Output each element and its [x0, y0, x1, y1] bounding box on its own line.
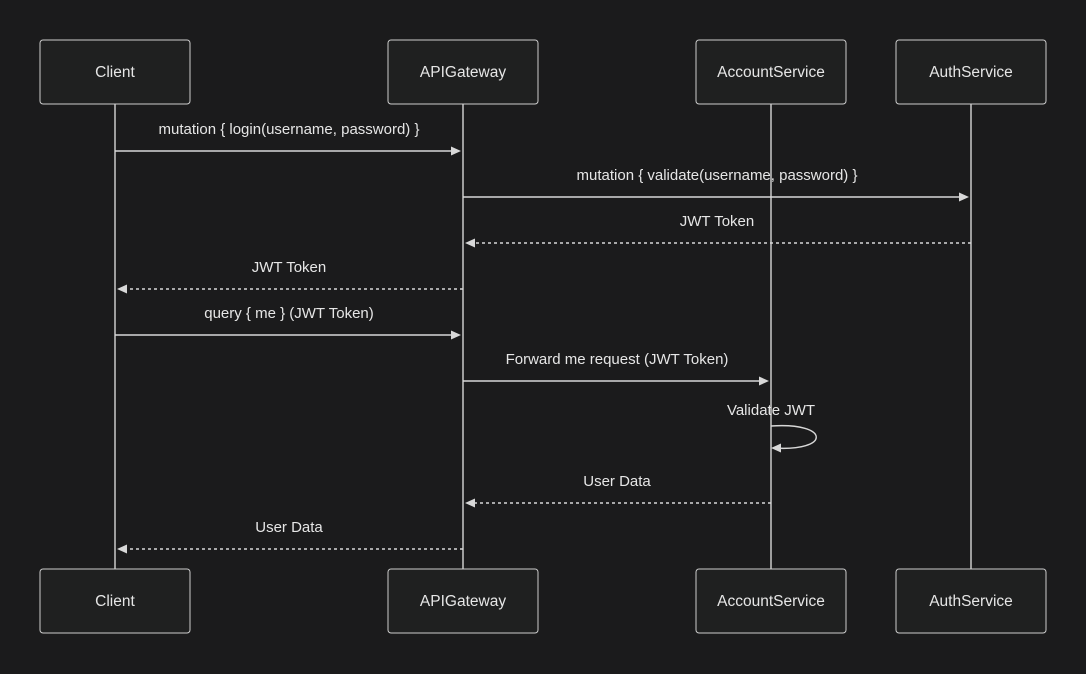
- actor-box: [387, 39, 539, 105]
- actor-box: [39, 39, 191, 105]
- message-label: JWT Token: [680, 213, 754, 230]
- actor-client-bottom: Client: [39, 568, 191, 634]
- actor-label: Client: [95, 64, 135, 81]
- actor-label: AccountService: [717, 593, 825, 610]
- actor-box: [695, 39, 847, 105]
- actor-gateway-top: APIGateway: [387, 39, 539, 105]
- actors-bottom: Client APIGateway AccountService AuthServic…: [39, 568, 1047, 634]
- arrowhead: [465, 498, 475, 508]
- arrowhead: [117, 544, 127, 554]
- lifelines: [114, 104, 972, 569]
- actors-top: Client APIGateway AccountService AuthServic…: [39, 39, 1047, 105]
- actor-client-top: Client: [39, 39, 191, 105]
- arrowhead: [451, 146, 461, 156]
- actor-box: [895, 39, 1047, 105]
- actor-account-bottom: AccountService: [695, 568, 847, 634]
- arrowhead: [451, 330, 461, 340]
- actor-label: Client: [95, 593, 135, 610]
- message-3: JWT Token: [465, 213, 971, 248]
- messages: mutation { login(username, password) } mu…: [115, 121, 971, 554]
- arrowhead: [771, 443, 781, 453]
- actor-label: AuthService: [929, 64, 1013, 81]
- arrowhead: [465, 238, 475, 248]
- actor-account-top: AccountService: [695, 39, 847, 105]
- message-7: Validate JWT: [727, 402, 817, 453]
- message-label: JWT Token: [252, 259, 326, 276]
- self-message-line: [770, 424, 817, 450]
- message-label: mutation { login(username, password) }: [159, 121, 420, 138]
- message-label: Validate JWT: [727, 402, 815, 419]
- actor-label: AuthService: [929, 593, 1013, 610]
- message-label: mutation { validate(username, password) …: [577, 167, 858, 184]
- message-4: JWT Token: [117, 259, 463, 294]
- actor-gateway-bottom: APIGateway: [387, 568, 539, 634]
- message-2: mutation { validate(username, password) …: [463, 167, 969, 202]
- actor-label: AccountService: [717, 64, 825, 81]
- actor-auth-top: AuthService: [895, 39, 1047, 105]
- message-label: User Data: [255, 519, 323, 536]
- arrowhead: [959, 192, 969, 202]
- actor-box: [387, 568, 539, 634]
- message-label: User Data: [583, 473, 651, 490]
- message-5: query { me } (JWT Token): [115, 305, 461, 340]
- arrowhead: [117, 284, 127, 294]
- message-label: Forward me request (JWT Token): [506, 351, 729, 368]
- message-6: Forward me request (JWT Token): [463, 351, 769, 386]
- actor-label: APIGateway: [420, 593, 506, 610]
- message-label: query { me } (JWT Token): [204, 305, 374, 322]
- actor-box: [895, 568, 1047, 634]
- arrowhead: [759, 376, 769, 386]
- actor-box: [39, 568, 191, 634]
- actor-box: [695, 568, 847, 634]
- actor-label: APIGateway: [420, 64, 506, 81]
- message-8: User Data: [465, 473, 771, 508]
- message-1: mutation { login(username, password) }: [115, 121, 461, 156]
- actor-auth-bottom: AuthService: [895, 568, 1047, 634]
- message-9: User Data: [117, 519, 463, 554]
